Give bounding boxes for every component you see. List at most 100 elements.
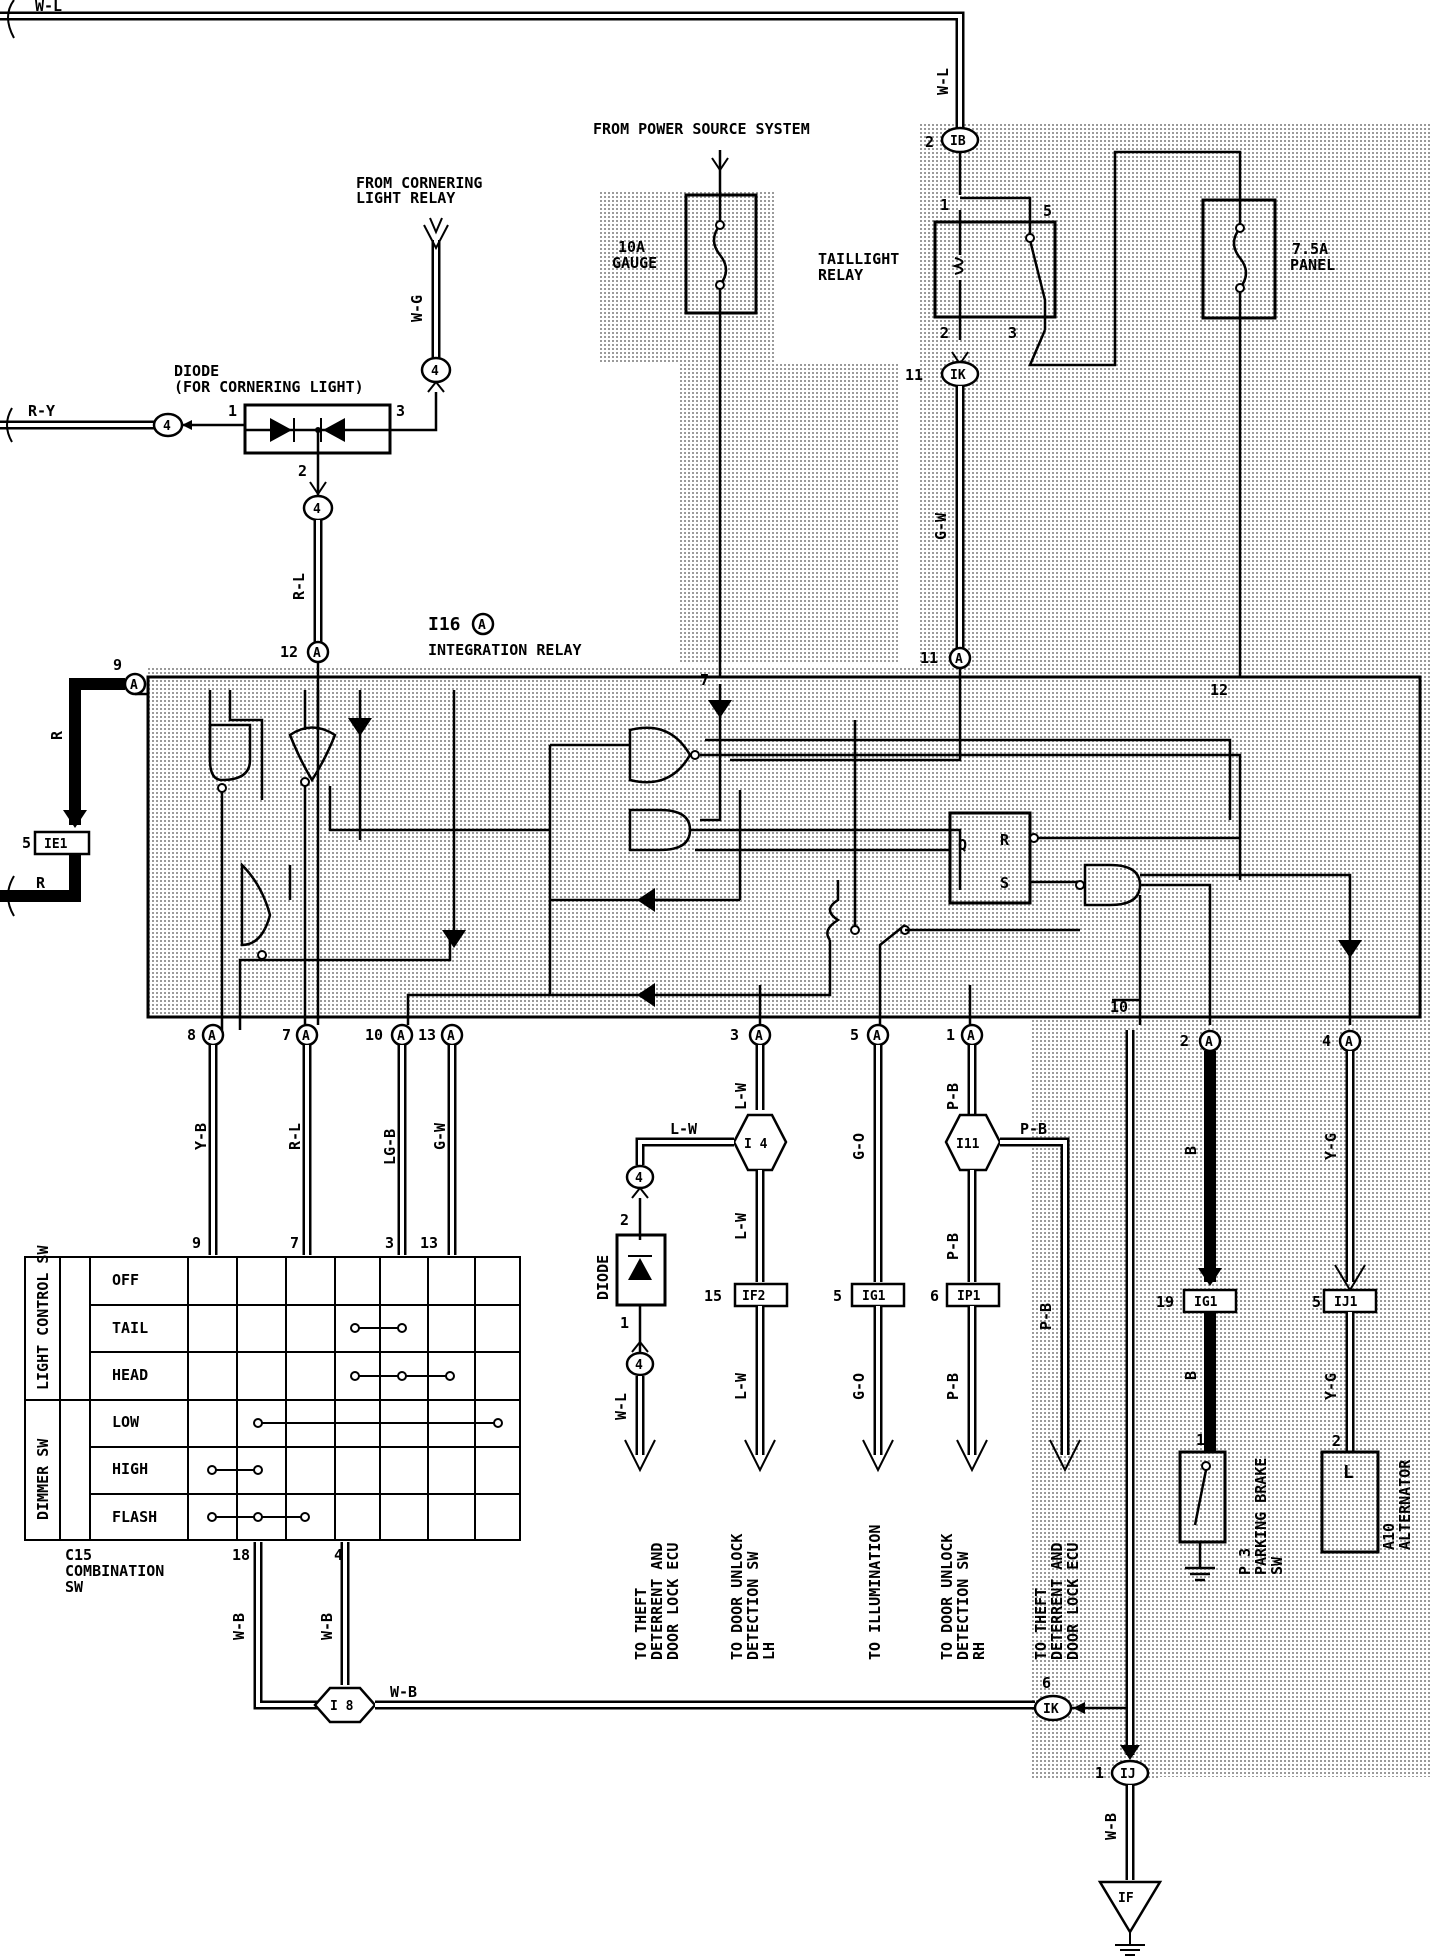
pb-branch: P-B I11 P-B P-B P-B 6 IP1 P-B <box>930 1045 1081 1473</box>
svg-text:A: A <box>313 646 321 661</box>
diode-cornering-name-2: (FOR CORNERING LIGHT) <box>174 378 364 396</box>
switch-name-1: COMBINATION <box>65 1562 164 1580</box>
svg-text:10: 10 <box>365 1026 383 1044</box>
fuse-gauge-rating: 10A <box>618 238 645 256</box>
svg-text:4: 4 <box>635 1171 643 1186</box>
svg-text:FLASH: FLASH <box>112 1508 157 1526</box>
go-branch: G-O 5 IG1 G-O <box>833 1045 906 1473</box>
lw-branch: L-W I 4 L-W 4 2 1 DIODE 4 W-L L-W 15 IF2… <box>594 1045 789 1473</box>
svg-text:IB: IB <box>950 134 966 149</box>
svg-text:LH: LH <box>760 1642 778 1660</box>
svg-text:A: A <box>873 1029 881 1044</box>
svg-text:DETERRENT AND: DETERRENT AND <box>1048 1543 1066 1660</box>
svg-text:DETERRENT AND: DETERRENT AND <box>648 1543 666 1660</box>
svg-text:4: 4 <box>334 1546 343 1564</box>
wire-label-wg: W-G <box>408 295 426 322</box>
svg-text:Y-G: Y-G <box>1322 1133 1340 1160</box>
svg-text:RH: RH <box>970 1642 988 1660</box>
svg-text:A: A <box>208 1029 216 1044</box>
svg-text:HIGH: HIGH <box>112 1460 148 1478</box>
svg-text:Y-G: Y-G <box>1322 1373 1340 1400</box>
switch-code: C15 <box>65 1546 92 1564</box>
svg-text:IJ: IJ <box>1120 1767 1136 1782</box>
svg-text:P-B: P-B <box>944 1373 962 1400</box>
fuse-gauge-name: GAUGE <box>612 254 657 272</box>
svg-text:13: 13 <box>420 1234 438 1252</box>
combination-switch-table: LIGHT CONTROL SW DIMMER SW OFF TAIL HEAD… <box>24 1245 521 1596</box>
alternator-terminal: L <box>1343 1462 1354 1483</box>
svg-text:IK: IK <box>950 368 966 383</box>
diode-lower-name: DIODE <box>594 1255 612 1300</box>
svg-text:P-B: P-B <box>1020 1120 1047 1138</box>
svg-text:11: 11 <box>920 649 938 667</box>
svg-text:15: 15 <box>704 1287 722 1305</box>
svg-text:A: A <box>478 618 486 633</box>
svg-text:L-W: L-W <box>732 1082 750 1110</box>
integration-relay: 9 A 12 A 11 A 7 12 <box>113 640 1422 1053</box>
switch-wires: Y-B R-L LG-B G-W 9 7 3 13 <box>192 1045 457 1255</box>
svg-text:18: 18 <box>232 1546 250 1564</box>
wire-label-ry: R-Y <box>28 402 55 420</box>
svg-text:R: R <box>1000 831 1010 849</box>
connector-ij1: IJ1 <box>1334 1295 1358 1310</box>
svg-text:6: 6 <box>930 1287 939 1305</box>
svg-text:13: 13 <box>418 1026 436 1044</box>
svg-text:7: 7 <box>700 671 709 689</box>
integration-relay-header: I16 A INTEGRATION RELAY <box>428 612 582 659</box>
svg-text:A: A <box>1345 1035 1353 1050</box>
alternator-branch: Y-G 5 IJ1 Y-G 2 L A10 ALTERNATOR <box>1312 1051 1414 1554</box>
fuse-gauge: 10A GAUGE <box>612 193 758 684</box>
destination-labels: TO THEFT DETERRENT AND DOOR LOCK ECU TO … <box>632 1525 1082 1660</box>
svg-text:7: 7 <box>290 1234 299 1252</box>
cornering-diode-group: FROM CORNERING LIGHT RELAY W-G 4 DIODE (… <box>0 174 482 655</box>
wire-label-rl-top: R-L <box>290 573 308 600</box>
svg-text:7: 7 <box>282 1026 291 1044</box>
svg-text:P-B: P-B <box>944 1233 962 1260</box>
cornering-relay-label-2: LIGHT RELAY <box>356 189 455 207</box>
wire-label-r-2: R <box>36 874 46 892</box>
connector-i11 <box>944 1113 1002 1172</box>
integration-relay-name: INTEGRATION RELAY <box>428 641 582 659</box>
svg-text:2: 2 <box>620 1211 629 1229</box>
svg-text:5: 5 <box>1043 202 1052 220</box>
svg-text:G-O: G-O <box>850 1133 868 1160</box>
switch-name-2: SW <box>65 1578 84 1596</box>
svg-text:A: A <box>755 1029 763 1044</box>
svg-text:W-B: W-B <box>1102 1813 1120 1840</box>
svg-text:10: 10 <box>1110 998 1128 1016</box>
svg-text:A: A <box>955 652 963 667</box>
svg-text:1: 1 <box>1095 1764 1104 1782</box>
svg-text:S: S <box>1000 874 1009 892</box>
switch-group-dimmer: DIMMER SW <box>34 1438 52 1520</box>
svg-text:12: 12 <box>280 643 298 661</box>
connector-i8 <box>313 1686 377 1724</box>
svg-text:DETECTION SW: DETECTION SW <box>744 1551 762 1660</box>
connector-if2: IF2 <box>742 1289 765 1304</box>
svg-text:5: 5 <box>833 1287 842 1305</box>
svg-text:L-W: L-W <box>732 1212 750 1240</box>
svg-text:1: 1 <box>620 1314 629 1332</box>
svg-text:HEAD: HEAD <box>112 1366 148 1384</box>
cornering-relay-label-1: FROM CORNERING <box>356 174 482 192</box>
parking-brake-branch: B 19 IG1 B 1 P 3 PARKING BRAKE SW <box>1156 1051 1286 1582</box>
svg-text:OFF: OFF <box>112 1271 139 1289</box>
svg-text:LOW: LOW <box>112 1413 140 1431</box>
fuse-panel: 7.5A PANEL <box>858 180 1335 915</box>
svg-text:4: 4 <box>431 364 439 379</box>
svg-text:9: 9 <box>192 1234 201 1252</box>
svg-text:4: 4 <box>1322 1032 1331 1050</box>
parking-brake-name-1: PARKING BRAKE <box>1252 1458 1270 1575</box>
svg-text:A: A <box>447 1029 455 1044</box>
top-wl-wire: W-L W-L <box>0 0 965 138</box>
svg-text:I 8: I 8 <box>330 1699 354 1714</box>
wire-label-gw-top: G-W <box>932 512 950 540</box>
svg-text:A: A <box>130 678 138 693</box>
svg-text:11: 11 <box>905 366 923 384</box>
svg-text:P-B: P-B <box>1037 1303 1055 1330</box>
svg-text:P-B: P-B <box>944 1083 962 1110</box>
taillight-relay-name-2: RELAY <box>818 266 863 284</box>
svg-text:Q: Q <box>958 836 967 854</box>
diode-cornering-name-1: DIODE <box>174 362 219 380</box>
svg-text:12: 12 <box>1210 681 1228 699</box>
wire-label-wl-top: W-L <box>934 68 952 95</box>
